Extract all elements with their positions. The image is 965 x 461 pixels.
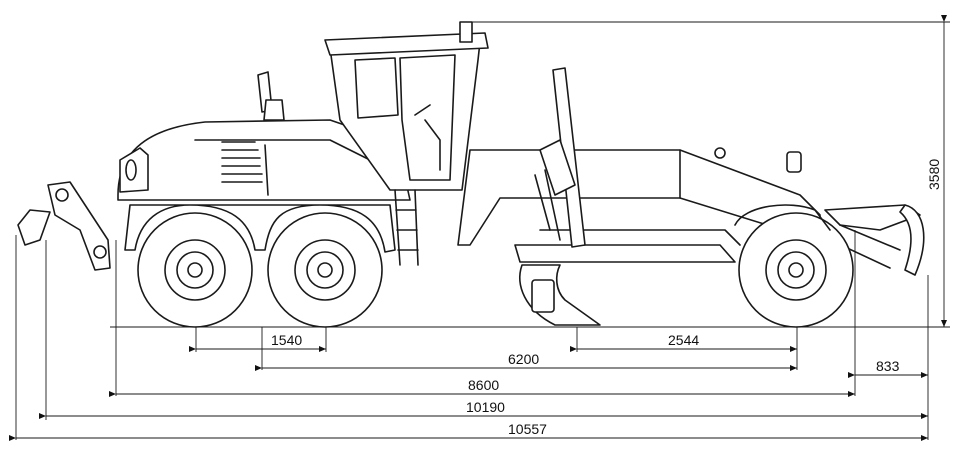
ripper-tine [17, 209, 51, 246]
dim-8600: 8600 [468, 377, 499, 393]
cab-door-window [399, 54, 456, 181]
dim-1540: 1540 [271, 332, 302, 348]
cab-rear-window [354, 57, 399, 119]
front-fender [734, 204, 831, 231]
frame-lift-eye [714, 147, 726, 159]
cab-roof [324, 32, 489, 56]
rear-grille [119, 147, 149, 193]
cylinder-bracket [539, 139, 576, 196]
grader-machine [17, 21, 945, 328]
dim-833: 833 [876, 358, 900, 374]
dim-6200: 6200 [508, 351, 539, 367]
front-dozer-blade [899, 204, 925, 276]
air-intake [263, 99, 285, 121]
drawbar [514, 244, 736, 263]
dim-3580: 3580 [926, 159, 942, 190]
rear-fenders [124, 204, 396, 253]
hood-grille [221, 141, 263, 183]
dimension-lines: 1540 2544 6200 833 8600 10190 10557 3580 [9, 15, 950, 441]
rear-wheel-1 [137, 212, 253, 328]
dim-10190: 10190 [466, 399, 505, 415]
rear-ripper [47, 181, 111, 271]
dim-2544: 2544 [668, 332, 699, 348]
front-light [786, 151, 802, 173]
beacon-light [459, 21, 473, 43]
front-wheel [738, 212, 854, 328]
dim-10557: 10557 [508, 421, 547, 437]
cab-ladder [394, 189, 419, 266]
front-blade-arm [824, 204, 921, 231]
rear-wheel-2 [267, 212, 383, 328]
moldboard-bracket [531, 279, 555, 313]
